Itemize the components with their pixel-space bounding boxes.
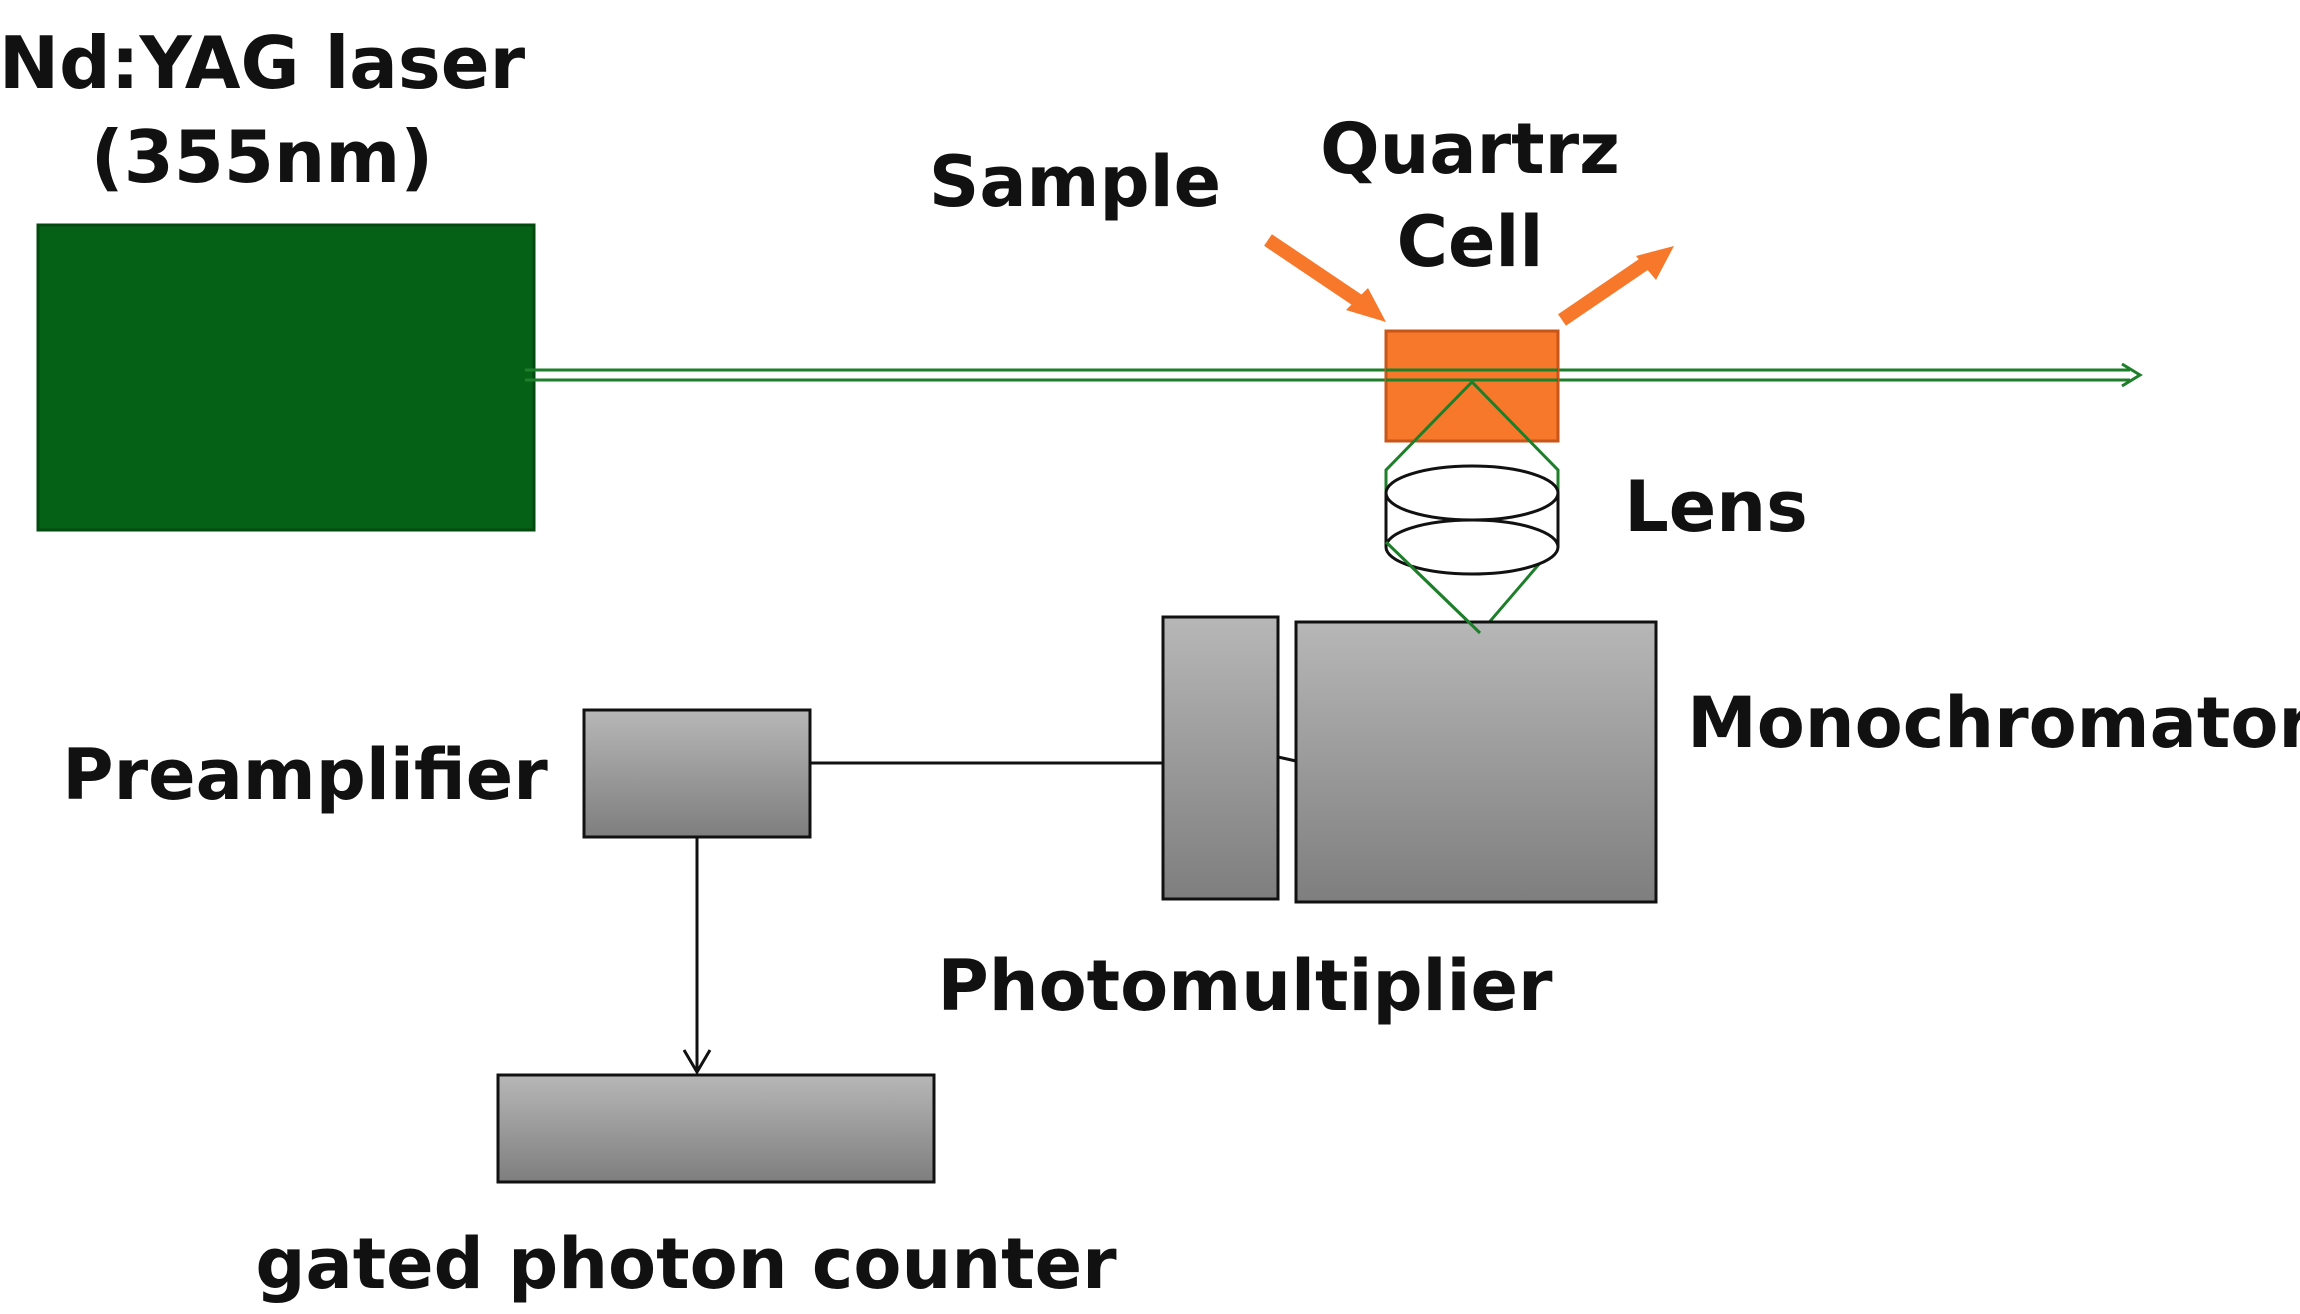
quartz-cell [1384,329,1560,443]
gated-photon-counter-label: gated photon counter [255,1223,1117,1305]
counter-arrowhead [682,1049,712,1075]
laser-beam [525,362,2143,388]
photomultiplier-label: Photomultiplier [937,945,1553,1027]
photomultiplier-box [1161,615,1280,901]
gated-photon-counter-box [496,1073,936,1184]
collection-optics [1384,380,1560,636]
lens-top-ellipse [1384,464,1560,522]
preamplifier-label: Preamplifier [62,734,548,816]
monochromator-box [1294,620,1658,904]
wire-preamp-to-counter [682,837,712,1075]
beam-arrowhead [2121,362,2143,388]
sample-outlet-arrow [1558,246,1674,326]
sample-inlet-arrow [1264,234,1386,322]
laser-label-line1: Nd:YAG laser [0,21,526,105]
quartz-cell-label-line2: Cell [1397,201,1544,283]
quartz-cell-label-line1: Quartrz [1320,108,1620,190]
wire-pmt-to-monochromator [1277,755,1297,763]
sample-label: Sample [929,141,1221,223]
laser-label-line2: (355nm) [91,115,433,199]
preamplifier-box [582,708,812,839]
lens-label: Lens [1624,466,1808,548]
laser-box [36,223,536,532]
monochromator-label: Monochromator [1687,682,2300,764]
